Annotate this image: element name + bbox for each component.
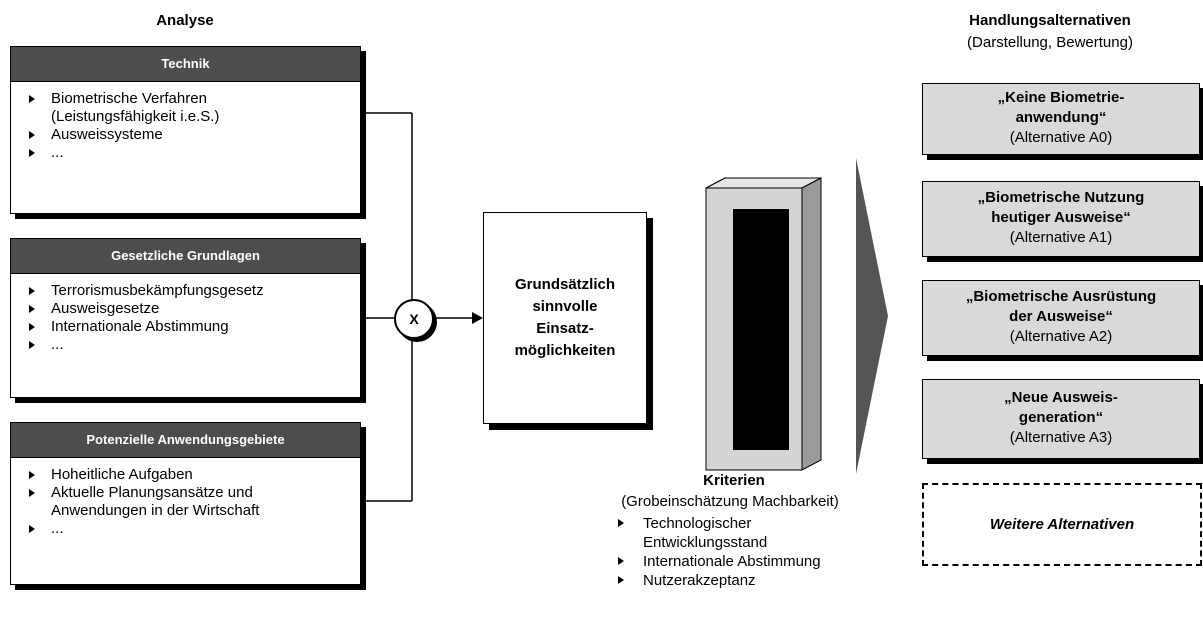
alternative-label: (Alternative A1) <box>1009 229 1113 246</box>
alternatives-heading: Handlungsalternativen <box>969 12 1131 29</box>
funnel-wedge <box>856 158 888 474</box>
criteria-title: Kriterien <box>703 472 765 489</box>
alternative-box-a2: „Biometrische Ausrüstung der Ausweise“ (… <box>922 280 1200 356</box>
center-line: möglichkeiten <box>514 342 616 359</box>
alternative-title: der Ausweise“ <box>1009 308 1113 325</box>
list-item: ... <box>23 144 360 162</box>
alternative-label: (Alternative A2) <box>1009 328 1113 345</box>
analysis-box-technik: Technik Biometrische Verfahren (Leistung… <box>10 46 361 214</box>
analysis-box-anwendungsgebiete: Potenzielle Anwendungsgebiete Hoheitlich… <box>10 422 361 585</box>
combine-symbol: X <box>394 299 434 339</box>
list-item: Aktuelle Planungsansätze und Anwendungen… <box>23 484 341 520</box>
list-item: Ausweisgesetze <box>23 300 360 318</box>
alternative-label: (Alternative A3) <box>1009 429 1113 446</box>
analysis-list: Terrorismusbekämpfungsgesetz Ausweisgese… <box>11 274 360 354</box>
analysis-list: Hoheitliche Aufgaben Aktuelle Planungsan… <box>11 458 360 538</box>
list-item: Internationale Abstimmung <box>615 552 821 571</box>
alternative-title: „Neue Ausweis- <box>1004 389 1118 406</box>
criteria-list: Technologischer Entwicklungsstand Intern… <box>615 514 821 590</box>
list-item: Biometrische Verfahren (Leistungsfähigke… <box>23 90 311 126</box>
criteria-subtitle: (Grobeinschätzung Machbarkeit) <box>621 493 839 510</box>
center-line: sinnvolle <box>532 298 598 315</box>
center-box: Grundsätzlich sinnvolle Einsatz- möglich… <box>483 212 647 424</box>
alternative-title: anwendung“ <box>1015 109 1107 126</box>
list-item: ... <box>23 520 360 538</box>
alternative-box-more: Weitere Alternativen <box>922 483 1202 566</box>
list-item: Ausweissysteme <box>23 126 360 144</box>
analysis-box-title: Potenzielle Anwendungsgebiete <box>11 423 360 458</box>
alternative-box-a3: „Neue Ausweis- generation“ (Alternative … <box>922 379 1200 459</box>
alternative-title: „Biometrische Ausrüstung <box>965 288 1157 305</box>
analysis-list: Biometrische Verfahren (Leistungsfähigke… <box>11 82 360 162</box>
arrow-head <box>472 312 483 324</box>
center-line: Einsatz- <box>536 320 594 337</box>
criteria-frame <box>705 177 822 471</box>
analysis-box-title: Gesetzliche Grundlagen <box>11 239 360 274</box>
alternative-title: generation“ <box>1018 409 1104 426</box>
list-item: ... <box>23 336 360 354</box>
alternative-title: „Biometrische Nutzung <box>977 189 1145 206</box>
list-item: Terrorismusbekämpfungsgesetz <box>23 282 360 300</box>
list-item: Nutzerakzeptanz <box>615 571 821 590</box>
list-item: Internationale Abstimmung <box>23 318 360 336</box>
alternative-box-a1: „Biometrische Nutzung heutiger Ausweise“… <box>922 181 1200 257</box>
alternative-title: „Keine Biometrie- <box>997 89 1125 106</box>
analysis-box-gesetzliche-grundlagen: Gesetzliche Grundlagen Terrorismusbekämp… <box>10 238 361 398</box>
list-item: Technologischer Entwicklungsstand <box>615 514 813 552</box>
alternatives-subheading: (Darstellung, Bewertung) <box>967 34 1133 51</box>
center-line: Grundsätzlich <box>514 276 615 293</box>
analyse-heading: Analyse <box>156 12 214 29</box>
alternative-title: heutiger Ausweise“ <box>991 209 1131 226</box>
alternative-label: (Alternative A0) <box>1009 129 1113 146</box>
alternative-box-a0: „Keine Biometrie- anwendung“ (Alternativ… <box>922 83 1200 155</box>
analysis-box-title: Technik <box>11 47 360 82</box>
list-item: Hoheitliche Aufgaben <box>23 466 360 484</box>
